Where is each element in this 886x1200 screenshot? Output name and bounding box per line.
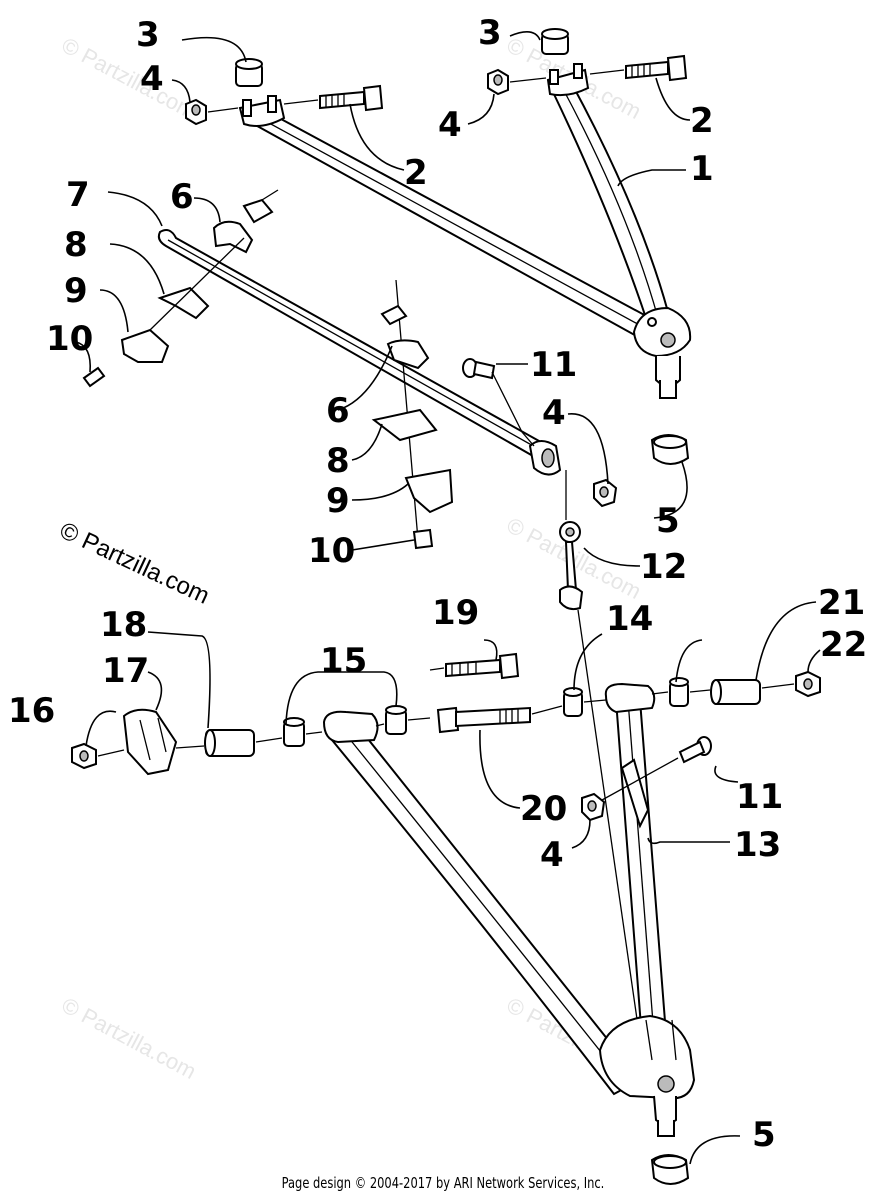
bushing-15-right xyxy=(385,705,407,735)
bracket-17 xyxy=(122,708,178,776)
bolt-20 xyxy=(436,706,531,734)
nut-4-upper-right xyxy=(487,68,509,96)
watermark-bottom-left: © Partzilla.com xyxy=(58,992,201,1084)
stabilizer-link-12 xyxy=(559,470,641,1041)
callout-numbers: 3 3 4 4 2 2 1 7 6 8 9 10 11 4 6 8 9 10 5… xyxy=(8,13,867,1155)
upper-a-arm xyxy=(238,63,692,399)
callout-9-upper: 9 xyxy=(64,271,88,311)
bolt-11-upper xyxy=(462,358,535,447)
page-footer: Page design © 2004-2017 by ARI Network S… xyxy=(281,1174,605,1192)
bushing-14-right xyxy=(669,677,689,707)
callout-2-left: 2 xyxy=(404,153,428,193)
nut-5-upper xyxy=(650,434,690,465)
watermark-main: © Partzilla.com xyxy=(55,517,213,610)
callout-6-upper: 6 xyxy=(170,177,194,217)
callout-10-middle: 10 xyxy=(308,531,355,571)
callout-4-lower: 4 xyxy=(540,835,564,875)
callout-4-upper-left: 4 xyxy=(140,59,164,99)
bracket-9-upper xyxy=(120,328,170,363)
callout-14: 14 xyxy=(606,599,653,639)
nut-4-lower xyxy=(581,792,606,822)
callout-18: 18 xyxy=(100,605,147,645)
stabilizer-bar xyxy=(157,229,562,476)
callout-4-upper-right: 4 xyxy=(438,105,462,145)
bolt-11-lower xyxy=(601,736,712,801)
lower-a-arm xyxy=(322,682,696,1137)
callout-13: 13 xyxy=(734,825,781,865)
callout-8-middle: 8 xyxy=(326,441,350,481)
bushing-15-left xyxy=(283,717,305,747)
leader-lines xyxy=(75,31,821,1165)
callout-10-upper: 10 xyxy=(46,319,93,359)
callout-9-middle: 9 xyxy=(326,481,350,521)
callout-7: 7 xyxy=(66,175,90,215)
bolt-10-upper xyxy=(82,366,106,388)
callout-19: 19 xyxy=(432,593,479,633)
callout-20: 20 xyxy=(520,789,567,829)
callout-17: 17 xyxy=(102,651,149,691)
callout-11-lower: 11 xyxy=(736,777,783,817)
sleeve-18 xyxy=(204,729,255,757)
nut-4-middle xyxy=(593,478,618,508)
sleeve-21 xyxy=(710,679,761,705)
nut-5-lower xyxy=(650,1154,690,1185)
nut-16 xyxy=(71,742,97,770)
callout-21: 21 xyxy=(818,583,865,623)
callout-8-upper: 8 xyxy=(64,225,88,265)
callout-22: 22 xyxy=(820,625,867,665)
clamp-6-upper xyxy=(212,220,254,254)
callout-3-left: 3 xyxy=(136,15,160,55)
callout-3-right: 3 xyxy=(478,13,502,53)
callout-1: 1 xyxy=(690,149,714,189)
bolt-2-left xyxy=(319,84,384,112)
callout-5-upper: 5 xyxy=(656,501,680,541)
nut-4-upper-left xyxy=(185,98,207,126)
callout-16: 16 xyxy=(8,691,55,731)
clamp-stack-middle xyxy=(371,279,454,550)
watermark-top-left: © Partzilla.com xyxy=(58,32,201,124)
callout-15: 15 xyxy=(320,641,367,681)
callout-11-upper: 11 xyxy=(530,345,577,385)
callout-4-middle: 4 xyxy=(542,393,566,433)
bolt-2-right xyxy=(625,54,688,82)
callout-12: 12 xyxy=(640,547,687,587)
bolt-19 xyxy=(445,652,520,680)
bracket-8-upper xyxy=(157,286,210,320)
callout-6-middle: 6 xyxy=(326,391,350,431)
nut-22 xyxy=(795,670,821,698)
callout-2-right: 2 xyxy=(690,101,714,141)
bushing-14-left xyxy=(563,687,583,717)
callout-5-lower: 5 xyxy=(752,1115,776,1155)
